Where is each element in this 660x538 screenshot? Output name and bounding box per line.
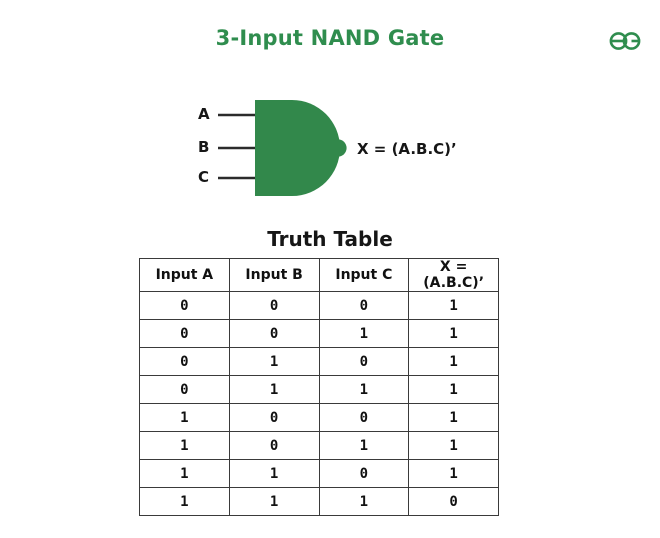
cell-input-b: 0 bbox=[228, 319, 320, 348]
geeksforgeeks-logo bbox=[604, 24, 646, 58]
cell-input-b: 1 bbox=[228, 375, 320, 404]
cell-input-a: 0 bbox=[139, 291, 230, 320]
cell-input-c: 1 bbox=[318, 319, 410, 348]
cell-input-c: 0 bbox=[318, 403, 410, 432]
truth-table-container: Input A Input B Input C X = (A.B.C)’ 0 0… bbox=[139, 258, 499, 516]
table-row: 1 0 1 1 bbox=[139, 431, 499, 460]
cell-input-c: 1 bbox=[318, 431, 410, 460]
column-header-input-b: Input B bbox=[228, 258, 320, 292]
cell-output: 1 bbox=[408, 291, 499, 320]
truth-table: Input A Input B Input C X = (A.B.C)’ 0 0… bbox=[139, 258, 499, 516]
inverting-bubble-icon bbox=[329, 139, 347, 157]
cell-input-a: 1 bbox=[139, 403, 230, 432]
cell-input-c: 0 bbox=[318, 347, 410, 376]
cell-input-a: 0 bbox=[139, 375, 230, 404]
cell-output: 1 bbox=[408, 319, 499, 348]
input-label-a: A bbox=[198, 105, 210, 123]
cell-input-a: 1 bbox=[139, 459, 230, 488]
table-row: 0 1 1 1 bbox=[139, 375, 499, 404]
output-expression-label: X = (A.B.C)’ bbox=[357, 140, 457, 158]
geeksforgeeks-logo-icon bbox=[609, 32, 641, 50]
table-row: 0 0 0 1 bbox=[139, 291, 499, 320]
truth-table-header-row: Input A Input B Input C X = (A.B.C)’ bbox=[139, 258, 499, 292]
cell-input-b: 1 bbox=[228, 487, 320, 516]
column-header-input-a: Input A bbox=[139, 258, 230, 292]
cell-input-c: 1 bbox=[318, 487, 410, 516]
cell-input-b: 1 bbox=[228, 459, 320, 488]
nand-gate-diagram bbox=[180, 88, 480, 208]
cell-output: 1 bbox=[408, 375, 499, 404]
cell-output: 1 bbox=[408, 403, 499, 432]
table-row: 1 1 0 1 bbox=[139, 459, 499, 488]
truth-table-heading: Truth Table bbox=[267, 227, 393, 251]
input-label-c: C bbox=[198, 168, 210, 186]
cell-input-a: 0 bbox=[139, 319, 230, 348]
cell-input-b: 0 bbox=[228, 291, 320, 320]
cell-output: 1 bbox=[408, 347, 499, 376]
cell-input-c: 0 bbox=[318, 291, 410, 320]
cell-input-a: 1 bbox=[139, 487, 230, 516]
table-row: 1 0 0 1 bbox=[139, 403, 499, 432]
cell-input-a: 1 bbox=[139, 431, 230, 460]
cell-input-c: 1 bbox=[318, 375, 410, 404]
table-row: 0 0 1 1 bbox=[139, 319, 499, 348]
cell-input-b: 0 bbox=[228, 431, 320, 460]
table-row: 0 1 0 1 bbox=[139, 347, 499, 376]
cell-output: 1 bbox=[408, 431, 499, 460]
nand-gate-body bbox=[255, 100, 340, 196]
input-label-b: B bbox=[198, 138, 210, 156]
page-title: 3-Input NAND Gate bbox=[215, 26, 445, 50]
truth-table-body: 0 0 0 1 0 0 1 1 0 1 0 1 0 1 1 1 bbox=[139, 291, 499, 516]
cell-input-a: 0 bbox=[139, 347, 230, 376]
cell-input-b: 0 bbox=[228, 403, 320, 432]
column-header-input-c: Input C bbox=[318, 258, 410, 292]
table-row: 1 1 1 0 bbox=[139, 487, 499, 516]
cell-output: 1 bbox=[408, 459, 499, 488]
column-header-output: X = (A.B.C)’ bbox=[408, 258, 499, 292]
cell-output: 0 bbox=[408, 487, 499, 516]
cell-input-c: 0 bbox=[318, 459, 410, 488]
cell-input-b: 1 bbox=[228, 347, 320, 376]
